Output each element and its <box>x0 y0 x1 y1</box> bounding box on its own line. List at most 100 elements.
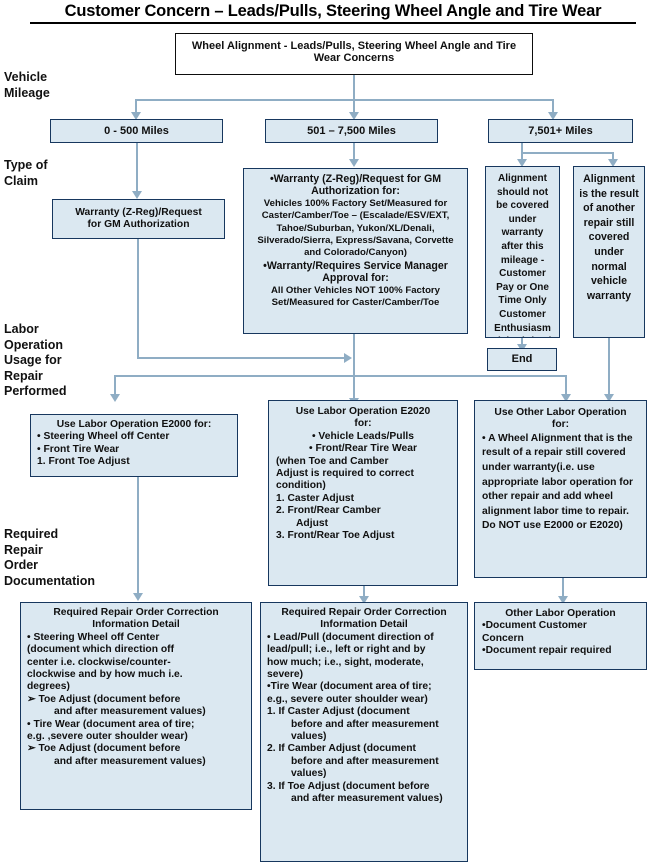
doc-mid-num-2b: and after measurement values) <box>291 793 443 805</box>
arrowhead-mid-mileage <box>349 112 359 120</box>
lane-label-line: Required Repair Order Documentation <box>4 527 95 588</box>
arrowhead-mid-claim <box>349 159 359 167</box>
e2020-num-1b: Adjust <box>296 517 329 529</box>
arrowhead-low-claim-to-mid <box>344 353 352 363</box>
e2020-item-2: (when Toe and Camber <box>276 455 389 467</box>
end-label: End <box>511 353 533 365</box>
claim-box-mid: •Warranty (Z-Reg)/Request for GM Authori… <box>243 168 468 334</box>
lane-label-line: Type of Claim <box>4 158 48 188</box>
doc-mid-num-2: 3. If Toe Adjust (document before <box>267 780 430 792</box>
doc-right-line-2: •Document repair required <box>482 645 612 657</box>
doc-right-heading: Other Labor Operation <box>505 608 616 619</box>
claim-mid-d2: Caster/Camber/Toe – (Escalade/ESV/EXT, <box>261 210 450 222</box>
doc-left-sub1: ➢ Toe Adjust (document before <box>27 693 181 705</box>
bullet-glyph: • <box>263 259 267 272</box>
claim-box-high-customer-pay: Alignment should not be covered under wa… <box>485 166 560 338</box>
connector-high-to-other <box>612 152 614 162</box>
doc-mid-line-2: how much; i.e., sight, moderate, <box>267 656 424 668</box>
doc-box-mid: Required Repair Order Correction Informa… <box>260 602 468 862</box>
claim-mid-b1: Warranty (Z-Reg)/Request for GM <box>273 173 442 185</box>
doc-mid-num-0b: before and after measurement <box>291 718 439 730</box>
claim-mid-d6: All Other Vehicles NOT 100% Factory <box>270 284 441 296</box>
connector-bus-to-other-labor <box>565 375 567 397</box>
connector-labor-bus <box>114 375 566 377</box>
claim-mid-b2b: Approval for: <box>322 272 389 285</box>
e2020-item-1: • Front/Rear Tire Wear <box>309 443 417 455</box>
arrowhead-high-mileage <box>548 112 558 120</box>
labor-box-e2000: Use Labor Operation E2000 for: • Steerin… <box>30 414 238 477</box>
doc-left-sub1b: and after measurement values) <box>54 706 206 718</box>
labor-box-e2020: Use Labor Operation E2020 for: • Vehicle… <box>268 400 458 586</box>
lane-label-line: Labor Operation Usage for Repair Perform… <box>4 322 67 398</box>
arrowhead-other-labor-b <box>604 394 614 402</box>
claim-mid-d1: Vehicles 100% Factory Set/Measured for <box>263 197 448 209</box>
arrowhead-low-claim <box>132 191 142 199</box>
claim-low-line1: Warranty (Z-Reg)/Request <box>75 207 202 218</box>
connector-to-high-mileage <box>552 99 554 115</box>
doc-mid-line-0: • Lead/Pull (document direction of <box>267 631 434 643</box>
claim-mid-bullet1: •Warranty (Z-Reg)/Request for GM <box>249 173 462 185</box>
connector-low-to-claim <box>136 143 138 194</box>
arrowhead-low-mileage <box>131 112 141 120</box>
e2020-heading1: Use Labor Operation E2020 <box>295 406 431 417</box>
doc-left-line-1: (document which direction off <box>27 644 175 656</box>
doc-right-line-1: Concern <box>482 632 524 644</box>
connector-mid-claim-to-e2020 <box>353 334 355 401</box>
mileage-high-label: 7,501+ Miles <box>528 125 593 137</box>
lane-label-vehicle-mileage: Vehicle Mileage <box>4 70 114 101</box>
doc-left-line-4: degrees) <box>27 681 70 693</box>
e2020-item-3: Adjust is required to correct <box>276 468 414 480</box>
doc-left-heading1: Required Repair Order Correction <box>53 607 219 618</box>
start-box: Wheel Alignment - Leads/Pulls, Steering … <box>175 33 533 75</box>
connector-low-claim-down <box>137 239 139 359</box>
doc-mid-num-1b: before and after measurement <box>291 755 439 767</box>
doc-mid-heading2: Information Detail <box>320 619 408 631</box>
connector-to-mid-mileage <box>353 99 355 115</box>
doc-left-line-2: center i.e. clockwise/counter- <box>27 656 171 668</box>
lane-label-type-of-claim: Type of Claim <box>4 158 114 189</box>
doc-left-line2-1: e.g. ,severe outer shoulder wear) <box>27 731 188 743</box>
mileage-box-mid: 501 – 7,500 Miles <box>265 119 438 143</box>
doc-box-right: Other Labor Operation •Document Customer… <box>474 602 647 670</box>
connector-bus-to-e2000 <box>114 375 116 397</box>
doc-mid-line-5: e.g., severe outer shoulder wear) <box>267 693 428 705</box>
e2000-item-2: 1. Front Toe Adjust <box>37 456 130 468</box>
connector-other-repair-to-labor <box>608 338 610 397</box>
claim-mid-d7: Set/Measured for Caster/Camber/Toe <box>271 297 440 309</box>
doc-mid-num-1: 2. If Camber Adjust (document <box>267 743 416 755</box>
bullet-glyph: • <box>269 173 274 185</box>
claim-high-other-text: Alignment is the result of another repai… <box>579 173 639 302</box>
mileage-box-low: 0 - 500 Miles <box>50 119 223 143</box>
doc-right-line-0: •Document Customer <box>482 620 587 632</box>
arrowhead-doc-mid <box>359 596 369 604</box>
e2020-num-0: 1. Caster Adjust <box>276 492 355 504</box>
e2020-num-2: 3. Front/Rear Toe Adjust <box>276 530 395 542</box>
page-title: Customer Concern – Leads/Pulls, Steering… <box>30 2 636 24</box>
arrowhead-high-pay <box>517 159 527 167</box>
e2020-item-0: • Vehicle Leads/Pulls <box>311 430 415 442</box>
other-labor-body: • A Wheel Alignment that is the result o… <box>482 432 634 532</box>
claim-mid-d3: Tahoe/Suburban, Yukon/XL/Denali, <box>276 222 435 234</box>
claim-mid-d5: and Colorado/Canyon) <box>304 247 407 259</box>
lane-label-labor-operation: Labor Operation Usage for Repair Perform… <box>4 322 114 400</box>
claim-mid-bullet2: •Warranty/Requires Service Manager <box>249 260 462 272</box>
doc-left-line-0: • Steering Wheel off Center <box>27 631 160 643</box>
doc-left-sub2: ➢ Toe Adjust (document before <box>27 743 181 755</box>
connector-to-low-mileage <box>135 99 137 115</box>
doc-left-heading2: Information Detail <box>92 619 180 631</box>
connector-start-down <box>353 75 355 100</box>
connector-e2020-to-doc <box>363 586 365 600</box>
lane-label-line: Vehicle Mileage <box>4 70 50 100</box>
doc-mid-num-0: 1. If Caster Adjust (document <box>267 706 410 718</box>
claim-mid-d4: Silverado/Sierra, Express/Savana, Corvet… <box>257 235 454 247</box>
e2020-heading2: for: <box>354 418 372 430</box>
claim-mid-b1b: Authorization for: <box>311 185 400 198</box>
e2020-num-1: 2. Front/Rear Camber <box>276 505 381 517</box>
other-labor-heading1: Use Other Labor Operation <box>494 407 627 418</box>
doc-mid-line-3: severe) <box>267 669 304 681</box>
start-box-line2: Wear Concerns <box>313 52 395 65</box>
arrowhead-high-other <box>608 159 618 167</box>
e2000-heading: Use Labor Operation E2000 for: <box>56 419 212 430</box>
arrowhead-doc-left <box>133 593 143 601</box>
